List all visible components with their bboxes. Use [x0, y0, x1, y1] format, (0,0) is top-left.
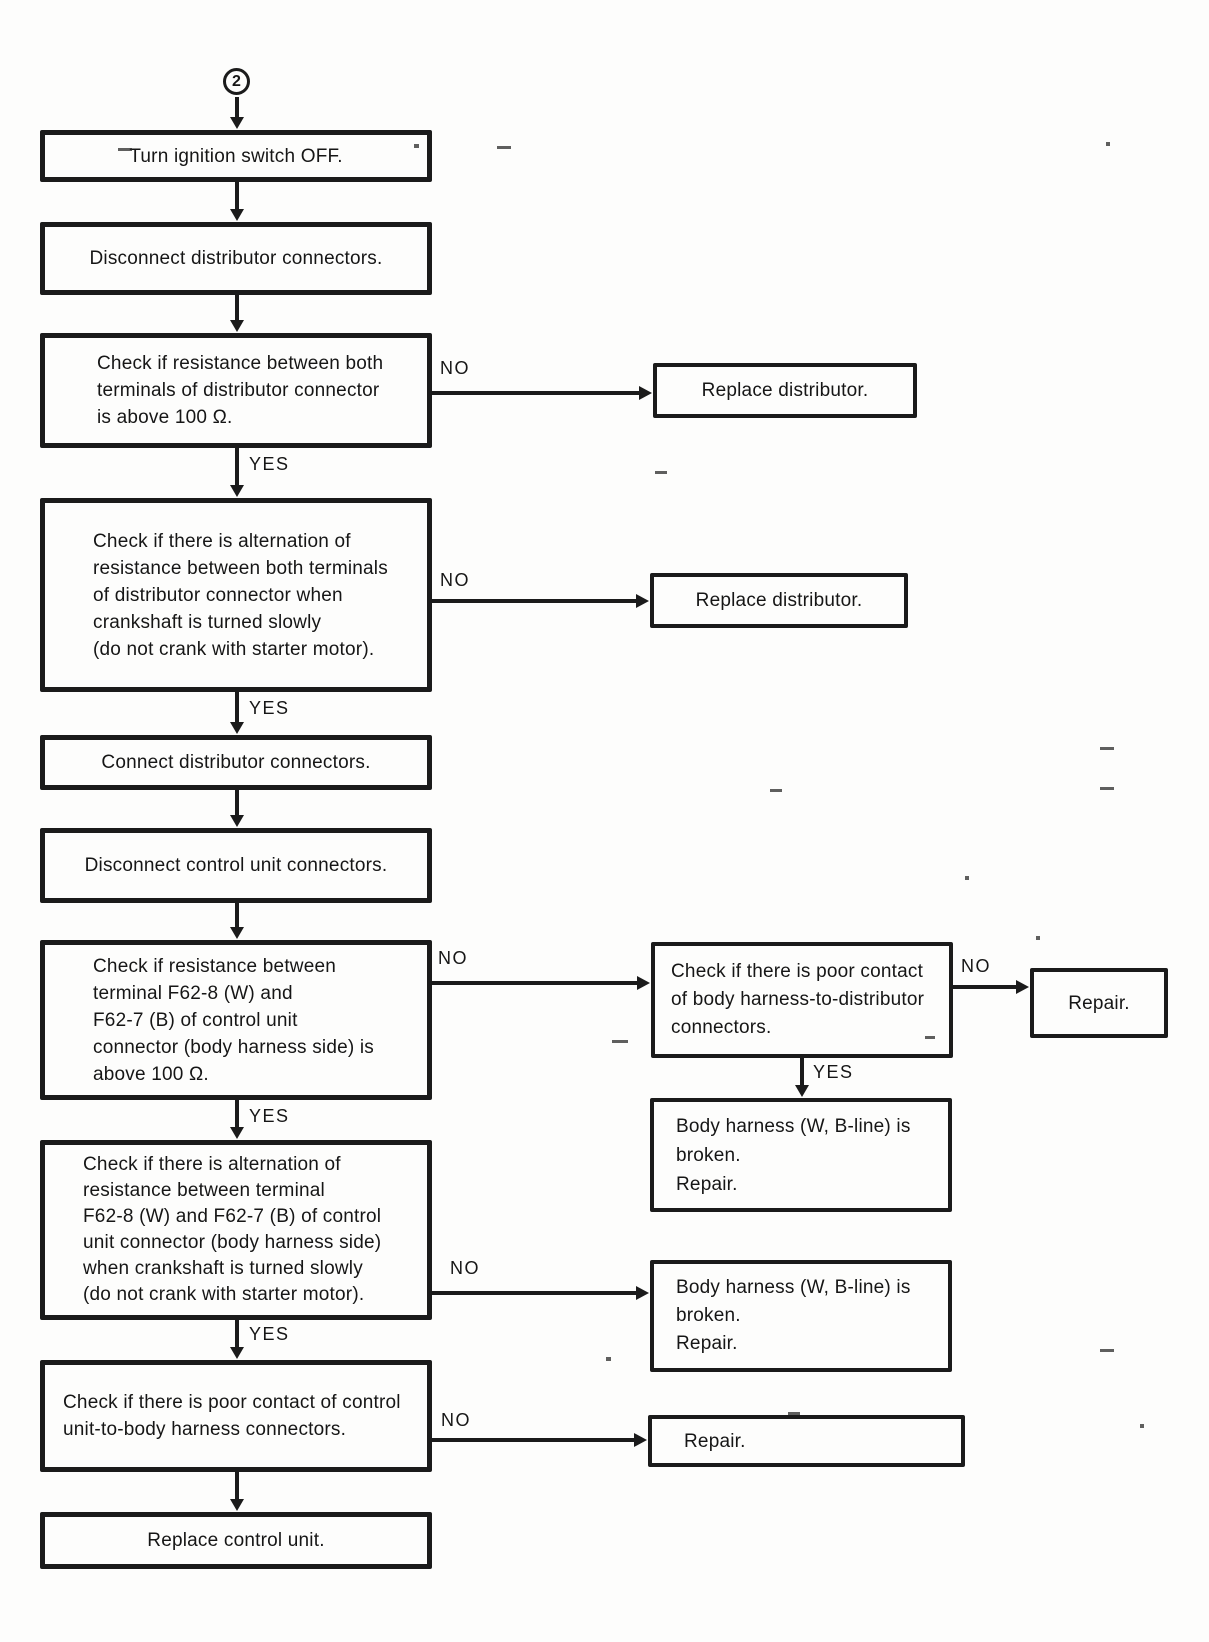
scan-artifact	[612, 1040, 628, 1043]
node-check-distributor-alternation: Check if there is alternation of resista…	[40, 498, 432, 692]
node-disconnect-control-unit-connectors-text: Disconnect control unit connectors.	[84, 855, 388, 876]
node-check-body-harness-contact-text: Check if there is poor contact of body h…	[671, 961, 925, 1038]
scan-artifact	[788, 1412, 800, 1415]
arrow-right-icon	[432, 391, 641, 395]
arrow-right-icon	[432, 1291, 638, 1295]
node-check-control-unit-harness-contact-text: Check if there is poor contact of contro…	[63, 1392, 401, 1440]
node-body-harness-broken-1: Body harness (W, B-line) is broken. Repa…	[650, 1098, 952, 1212]
arrow-right-icon	[432, 1438, 636, 1442]
start-connector-label: 2	[232, 72, 241, 90]
edge-label-yes: YES	[249, 454, 290, 474]
scan-artifact	[1036, 936, 1040, 940]
scan-artifact	[497, 146, 511, 149]
node-check-distributor-alternation-text: Check if there is alternation of resista…	[93, 530, 388, 660]
node-check-control-unit-harness-contact: Check if there is poor contact of contro…	[40, 1360, 432, 1472]
edge-label-no: NO	[441, 1410, 471, 1430]
node-check-body-harness-contact: Check if there is poor contact of body h…	[651, 942, 953, 1058]
scan-artifact	[925, 1036, 935, 1039]
edge-label-no: NO	[438, 948, 468, 968]
scan-artifact	[965, 876, 969, 880]
node-disconnect-distributor-connectors: Disconnect distributor connectors.	[40, 222, 432, 295]
node-repair-1: Repair.	[1030, 968, 1168, 1038]
node-turn-ignition-off: Turn ignition switch OFF.	[40, 130, 432, 182]
start-connector-badge: 2	[223, 68, 250, 95]
arrow-down-icon	[235, 97, 239, 118]
arrow-down-icon	[235, 448, 239, 486]
node-replace-control-unit-text: Replace control unit.	[147, 1530, 325, 1551]
scan-artifact	[770, 789, 782, 792]
scan-artifact	[1106, 142, 1110, 146]
edge-label-no: NO	[440, 358, 470, 378]
arrow-down-icon	[235, 295, 239, 321]
edge-label-no: NO	[440, 570, 470, 590]
node-check-control-unit-resistance: Check if resistance between terminal F62…	[40, 940, 432, 1100]
arrow-down-icon	[235, 692, 239, 723]
node-body-harness-broken-2-text: Body harness (W, B-line) is broken. Repa…	[676, 1277, 911, 1354]
arrow-right-icon	[953, 985, 1018, 989]
scan-artifact	[606, 1357, 611, 1361]
node-disconnect-distributor-connectors-text: Disconnect distributor connectors.	[89, 248, 383, 269]
scan-artifact	[655, 471, 667, 474]
node-disconnect-control-unit-connectors: Disconnect control unit connectors.	[40, 828, 432, 903]
edge-label-no: NO	[961, 956, 991, 976]
arrow-down-icon	[800, 1058, 804, 1086]
arrow-down-icon	[235, 903, 239, 928]
node-repair-2-text: Repair.	[684, 1430, 746, 1452]
arrow-right-icon	[432, 981, 639, 985]
edge-label-yes: YES	[249, 1106, 290, 1126]
node-connect-distributor-connectors: Connect distributor connectors.	[40, 735, 432, 790]
node-body-harness-broken-2: Body harness (W, B-line) is broken. Repa…	[650, 1260, 952, 1372]
arrow-down-icon	[235, 790, 239, 816]
edge-label-yes: YES	[813, 1062, 854, 1082]
node-replace-distributor-1-text: Replace distributor.	[701, 380, 869, 401]
scan-artifact	[1140, 1424, 1144, 1428]
edge-label-yes: YES	[249, 698, 290, 718]
arrow-down-icon	[235, 1320, 239, 1348]
scan-artifact	[118, 148, 132, 151]
node-repair-2: Repair.	[648, 1415, 965, 1467]
edge-label-yes: YES	[249, 1324, 290, 1344]
node-replace-distributor-2-text: Replace distributor.	[695, 590, 863, 611]
node-check-control-unit-alternation-text: Check if there is alternation of resista…	[83, 1154, 382, 1305]
scan-artifact	[1100, 787, 1114, 790]
scan-artifact	[1100, 1349, 1114, 1352]
node-repair-1-text: Repair.	[1068, 992, 1130, 1014]
node-replace-control-unit: Replace control unit.	[40, 1512, 432, 1569]
scan-artifact	[1100, 747, 1114, 750]
arrow-down-icon	[235, 1472, 239, 1500]
node-check-distributor-resistance-text: Check if resistance between both termina…	[97, 353, 384, 428]
node-check-distributor-resistance: Check if resistance between both termina…	[40, 333, 432, 448]
node-turn-ignition-off-text: Turn ignition switch OFF.	[129, 145, 343, 167]
edge-label-no: NO	[450, 1258, 480, 1278]
node-connect-distributor-connectors-text: Connect distributor connectors.	[101, 752, 371, 773]
arrow-down-icon	[235, 1100, 239, 1128]
arrow-down-icon	[235, 182, 239, 210]
scan-artifact	[414, 144, 419, 148]
arrow-right-icon	[432, 599, 638, 603]
node-body-harness-broken-1-text: Body harness (W, B-line) is broken. Repa…	[676, 1115, 911, 1195]
node-check-control-unit-alternation: Check if there is alternation of resista…	[40, 1140, 432, 1320]
node-replace-distributor-1: Replace distributor.	[653, 363, 917, 418]
node-check-control-unit-resistance-text: Check if resistance between terminal F62…	[93, 955, 374, 1085]
node-replace-distributor-2: Replace distributor.	[650, 573, 908, 628]
